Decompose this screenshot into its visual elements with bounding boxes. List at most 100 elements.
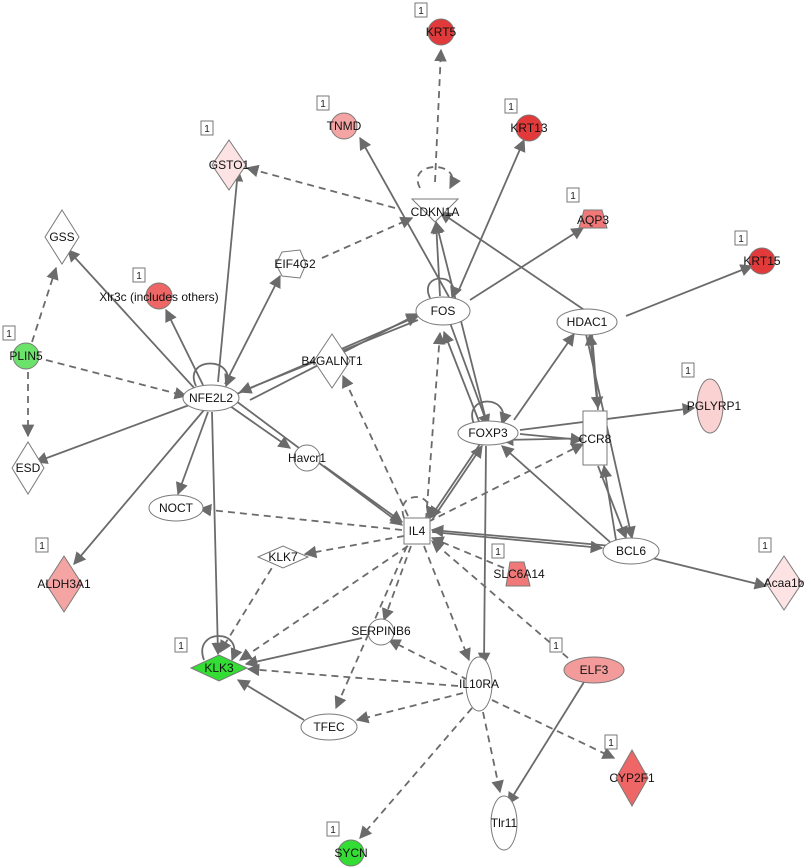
gsto1-shape: [211, 139, 247, 191]
node-il10ra[interactable]: IL10RA: [459, 656, 499, 712]
node-sycn[interactable]: SYCN 1: [326, 821, 368, 867]
xlr3c-label: Xlr3c (includes others): [99, 290, 218, 304]
cdkn1a-label: CDKN1A: [411, 205, 460, 219]
il10ra-shape: [465, 656, 493, 712]
tfec-label: TFEC: [313, 720, 345, 734]
node-eif4g2[interactable]: EIF4G2: [274, 249, 316, 279]
node-klk3[interactable]: KLK3 1: [174, 637, 249, 682]
cyp2f1-badge-text: 1: [608, 738, 614, 749]
klk3-shape: [189, 654, 249, 682]
edge-il10ra-klk3: [246, 663, 459, 687]
node-slc6a14[interactable]: SLC6A14 1: [491, 543, 545, 587]
edge-klk7-klk3: [219, 557, 279, 654]
esd-shape: [11, 441, 45, 495]
node-tnmd[interactable]: TNMD 1: [316, 95, 362, 140]
krt13-badge: [504, 98, 518, 114]
edges: [21, 48, 768, 839]
node-aldh3a1[interactable]: ALDH3A1 1: [35, 537, 91, 613]
node-gsto1[interactable]: GSTO1 1: [200, 120, 250, 191]
edge-serpinb6-klk3: [244, 637, 363, 668]
node-il4[interactable]: IL4: [403, 517, 431, 545]
edge-plin5-gss: [31, 266, 59, 343]
sycn-badge-text: 1: [330, 825, 336, 836]
gss-label: GSS: [49, 230, 74, 244]
edge-nfe2l2-gss: [67, 249, 197, 391]
krt15-label: KRT15: [743, 254, 780, 268]
edge-foxp3-cdkn1a: [432, 220, 488, 425]
acaa1b-shape: [765, 555, 803, 611]
edge-il4-b4galnt1: [342, 374, 409, 517]
foxp3-label: FOXP3: [468, 426, 508, 440]
node-pglyrp1[interactable]: PGLYRP1 1: [681, 362, 742, 434]
slc6a14-badge: [491, 543, 505, 559]
node-serpinb6[interactable]: SERPINB6: [351, 618, 411, 646]
edge-il10ra-serpinb6: [387, 639, 469, 681]
edge-il4-foxp3: [431, 444, 483, 521]
edge-fos-aqp3: [469, 227, 585, 301]
noct-label: NOCT: [159, 501, 194, 515]
edge-eif4g2-cdkn1a: [321, 216, 414, 259]
node-krt5[interactable]: KRT5 1: [414, 2, 457, 46]
serpinb6-shape: [367, 618, 395, 646]
node-gss[interactable]: GSS: [44, 209, 80, 265]
klk3-badge: [174, 637, 188, 653]
tlr11-shape: [490, 795, 518, 851]
elf3-badge-text: 1: [553, 641, 559, 652]
gsto1-badge-text: 1: [204, 124, 210, 135]
acaa1b-badge-text: 1: [762, 541, 768, 552]
node-klk7[interactable]: KLK7: [256, 545, 310, 569]
node-fos[interactable]: FOS: [415, 296, 471, 326]
node-aqp3[interactable]: AQP3 1: [566, 187, 609, 229]
krt5-label: KRT5: [426, 25, 457, 39]
node-krt15[interactable]: KRT15 1: [734, 230, 781, 275]
gsto1-badge: [200, 120, 214, 136]
node-xlr3c[interactable]: Xlr3c (includes others) 1: [99, 267, 219, 310]
node-foxp3[interactable]: FOXP3: [457, 420, 519, 446]
node-hdac1[interactable]: HDAC1: [556, 308, 618, 336]
tnmd-badge-text: 1: [320, 99, 326, 110]
node-plin5[interactable]: PLIN5 1: [2, 325, 43, 370]
pglyrp1-badge: [681, 362, 695, 378]
node-ccr8[interactable]: CCR8: [579, 410, 612, 466]
xlr3c-shape: [145, 282, 173, 310]
hdac1-label: HDAC1: [567, 315, 608, 329]
node-bcl6[interactable]: BCL6: [602, 537, 660, 565]
node-elf3[interactable]: ELF3 1: [549, 637, 625, 684]
edge-bcl6-il4: [430, 524, 613, 547]
edge-havcr1-il4: [323, 465, 404, 523]
plin5-label: PLIN5: [9, 349, 43, 363]
xlr3c-badge: [132, 267, 146, 283]
eif4g2-shape: [275, 249, 307, 279]
node-cdkn1a[interactable]: CDKN1A: [411, 198, 460, 223]
foxp3-shape: [457, 420, 519, 446]
edge-nfe2l2-gsto1: [217, 168, 244, 383]
node-tfec[interactable]: TFEC: [300, 713, 358, 741]
edge-hdac1-cdkn1a: [438, 211, 603, 323]
edge-nfe2l2-self: [192, 362, 237, 388]
xlr3c-badge-text: 1: [136, 271, 142, 282]
aldh3a1-badge-text: 1: [39, 541, 45, 552]
plin5-shape: [12, 342, 40, 370]
edge-il10ra-sycn: [359, 707, 473, 839]
gss-shape: [44, 209, 80, 265]
plin5-badge: [2, 325, 16, 341]
node-nfe2l2[interactable]: NFE2L2: [182, 384, 240, 412]
node-cyp2f1[interactable]: CYP2F1 1: [604, 734, 655, 808]
node-acaa1b[interactable]: Acaa1b 1: [758, 537, 805, 611]
aqp3-badge: [566, 187, 580, 203]
edge-fos-krt13: [457, 138, 526, 293]
node-b4galnt1[interactable]: B4GALNT1: [301, 333, 363, 389]
slc6a14-label: SLC6A14: [493, 567, 545, 581]
edge-elf3-tlr11: [507, 681, 585, 806]
node-esd[interactable]: ESD: [11, 441, 45, 495]
node-havcr1[interactable]: Havcr1: [288, 444, 326, 472]
edge-foxp3-hdac1: [513, 332, 575, 421]
cyp2f1-shape: [615, 748, 649, 808]
node-noct[interactable]: NOCT: [148, 494, 204, 522]
node-krt13[interactable]: KRT13 1: [504, 98, 548, 142]
node-tlr11[interactable]: Tlr11: [490, 795, 518, 851]
edge-fos-self: [427, 277, 462, 300]
edge-il4-bcl6: [431, 531, 604, 554]
edge-plin5-nfe2l2: [45, 359, 188, 400]
